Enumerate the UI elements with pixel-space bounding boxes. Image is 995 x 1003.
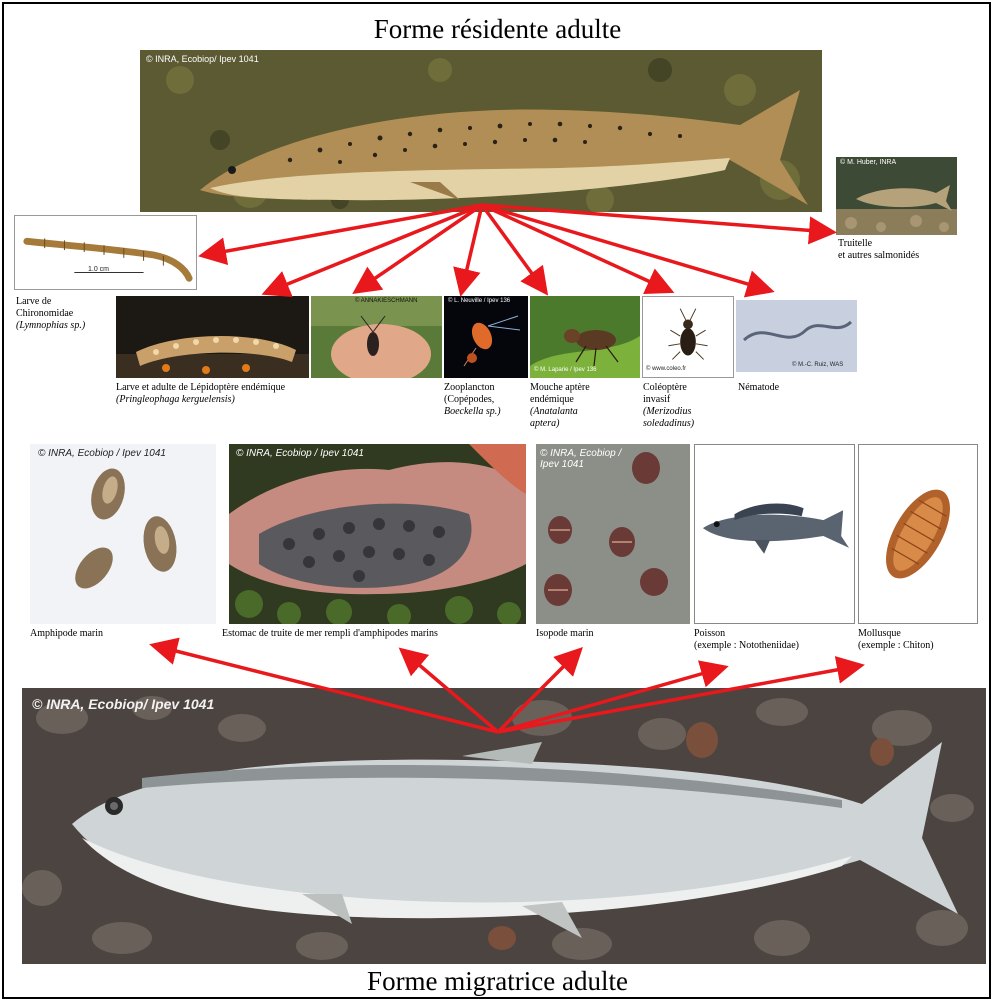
mouche-credit: © M. Laparie / Ipev 136: [534, 367, 596, 373]
nematode-caption: Nématode: [738, 382, 779, 394]
lepidoptera-adult-photo: [311, 296, 442, 378]
amphipode-caption: Amphipode marin: [30, 628, 103, 640]
zooplankton-credit: © L. Neuville / Ipev 136: [448, 298, 510, 304]
isopode-caption: Isopode marin: [536, 628, 594, 640]
truitelle-photo: [836, 157, 957, 235]
lepidoptera-larva-photo: [116, 296, 309, 378]
isopode-credit: © INRA, Ecobiop / Ipev 1041: [540, 448, 630, 470]
lepidoptera-adult-credit: © ANNAKIESCHMANN: [355, 298, 417, 304]
coleoptere-credit: © www.coleo.fr: [646, 366, 686, 372]
estomac-photo: [229, 444, 526, 624]
estomac-credit: © INRA, Ecobiop / Ipev 1041: [236, 448, 364, 459]
isopode-photo: [536, 444, 690, 624]
nematode-credit: © M.-C. Ruiz, WAS: [792, 362, 843, 368]
migratory-trout-photo: [22, 688, 986, 964]
poisson-photo: [694, 444, 855, 624]
poisson-caption: Poisson (exemple : Nototheniidae): [694, 628, 799, 652]
amphipode-credit: © INRA, Ecobiop / Ipev 1041: [38, 448, 166, 459]
migratory-form-title: Forme migratrice adulte: [0, 966, 995, 997]
amphipode-photo: [30, 444, 216, 624]
estomac-caption: Estomac de truite de mer rempli d'amphip…: [222, 628, 438, 640]
chironomid-larva-photo: [14, 215, 197, 290]
resident-trout-photo: [140, 50, 822, 212]
chironomid-scale: 1.0 cm: [88, 266, 109, 273]
truitelle-caption: Truitelle et autres salmonidés: [838, 238, 919, 262]
coleoptere-caption: Coléoptère invasif (Merizodius soledadin…: [643, 382, 694, 430]
migratory-photo-credit: © INRA, Ecobiop/ Ipev 1041: [32, 696, 214, 712]
mollusque-caption: Mollusque (exemple : Chiton): [858, 628, 934, 652]
zooplankton-photo: [444, 296, 528, 378]
chironomid-caption: Larve de Chironomidae (Lymnophias sp.): [16, 296, 85, 332]
lepidoptera-caption: Larve et adulte de Lépidoptère endémique…: [116, 382, 285, 406]
resident-photo-credit: © INRA, Ecobiop/ Ipev 1041: [146, 54, 259, 64]
mollusque-photo: [858, 444, 978, 624]
mouche-caption: Mouche aptère endémique (Anatalanta apte…: [530, 382, 590, 430]
zooplankton-caption: Zooplancton (Copépodes, Boeckella sp.): [444, 382, 501, 418]
mouche-aptere-photo: [530, 296, 640, 378]
resident-form-title: Forme résidente adulte: [0, 14, 995, 45]
truitelle-credit: © M. Huber, INRA: [840, 159, 896, 166]
